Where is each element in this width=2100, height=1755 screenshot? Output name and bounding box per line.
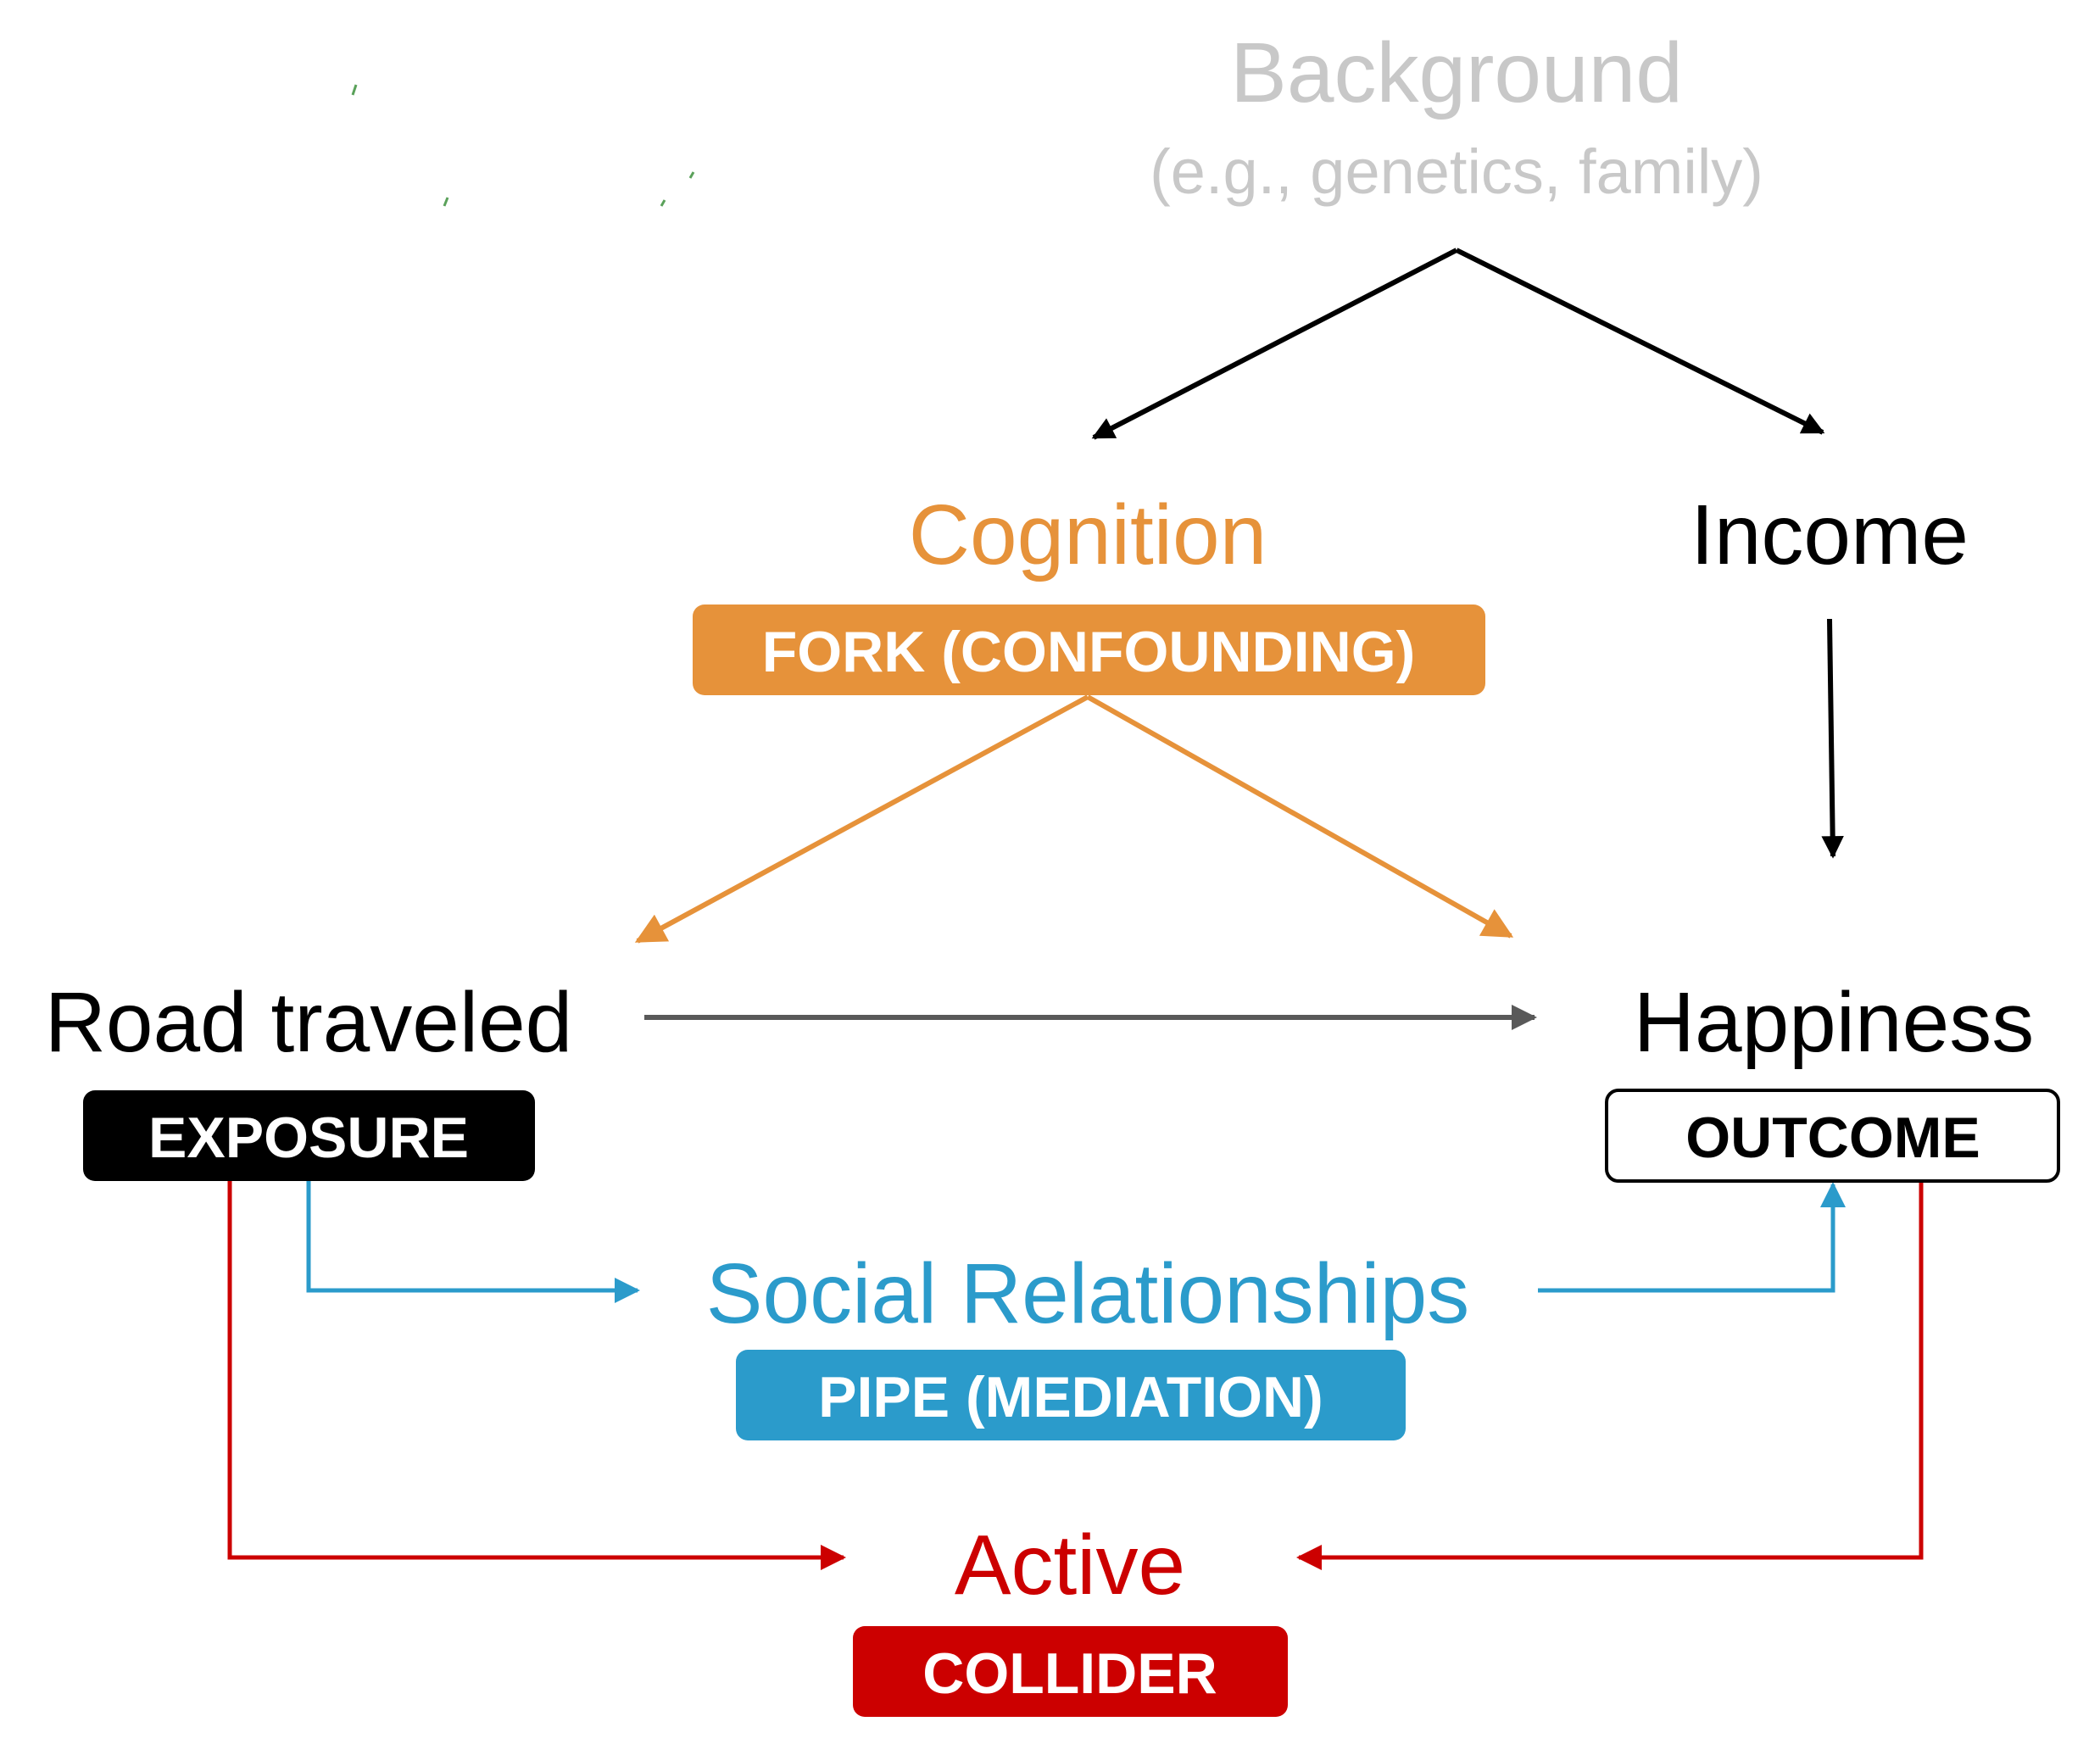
edge-social-relationships-to-happiness bbox=[1538, 1182, 1846, 1293]
outcome-badge bbox=[1605, 1089, 2060, 1183]
exposure-badge bbox=[83, 1090, 535, 1181]
outcome-badge-label: OUTCOME bbox=[1685, 1106, 1980, 1170]
income-label: Income bbox=[1691, 488, 1969, 582]
edge-cognition-to-road-traveled bbox=[634, 694, 1089, 944]
active-label: Active bbox=[955, 1518, 1185, 1613]
fork-badge-label: FORK (CONFOUNDING) bbox=[762, 620, 1416, 684]
edge-background-to-cognition bbox=[1091, 248, 1458, 440]
background-label: Background bbox=[1230, 25, 1683, 120]
collider-badge bbox=[853, 1626, 1288, 1717]
edge-road-traveled-to-active bbox=[227, 1181, 846, 1570]
background-sublabel: (e.g., genetics, family) bbox=[1150, 136, 1763, 207]
fork-badge bbox=[693, 604, 1485, 695]
road-traveled-label: Road traveled bbox=[45, 975, 573, 1070]
social-relationships-label: Social Relationships bbox=[706, 1246, 1470, 1341]
edge-happiness-to-active bbox=[1296, 1181, 1924, 1570]
collider-badge-label: COLLIDER bbox=[922, 1641, 1217, 1706]
edge-background-to-income bbox=[1455, 248, 1825, 435]
edge-road-traveled-to-social-relationships bbox=[306, 1181, 640, 1303]
pipe-badge-label: PIPE (MEDIATION) bbox=[818, 1365, 1323, 1429]
decorative-marks bbox=[351, 84, 695, 207]
happiness-label: Happiness bbox=[1634, 975, 2035, 1070]
cognition-label: Cognition bbox=[909, 488, 1267, 582]
exposure-badge-label: EXPOSURE bbox=[148, 1106, 469, 1170]
edge-income-to-happiness bbox=[1821, 618, 1844, 859]
edge-cognition-to-happiness bbox=[1086, 694, 1514, 939]
pipe-badge bbox=[736, 1350, 1406, 1440]
